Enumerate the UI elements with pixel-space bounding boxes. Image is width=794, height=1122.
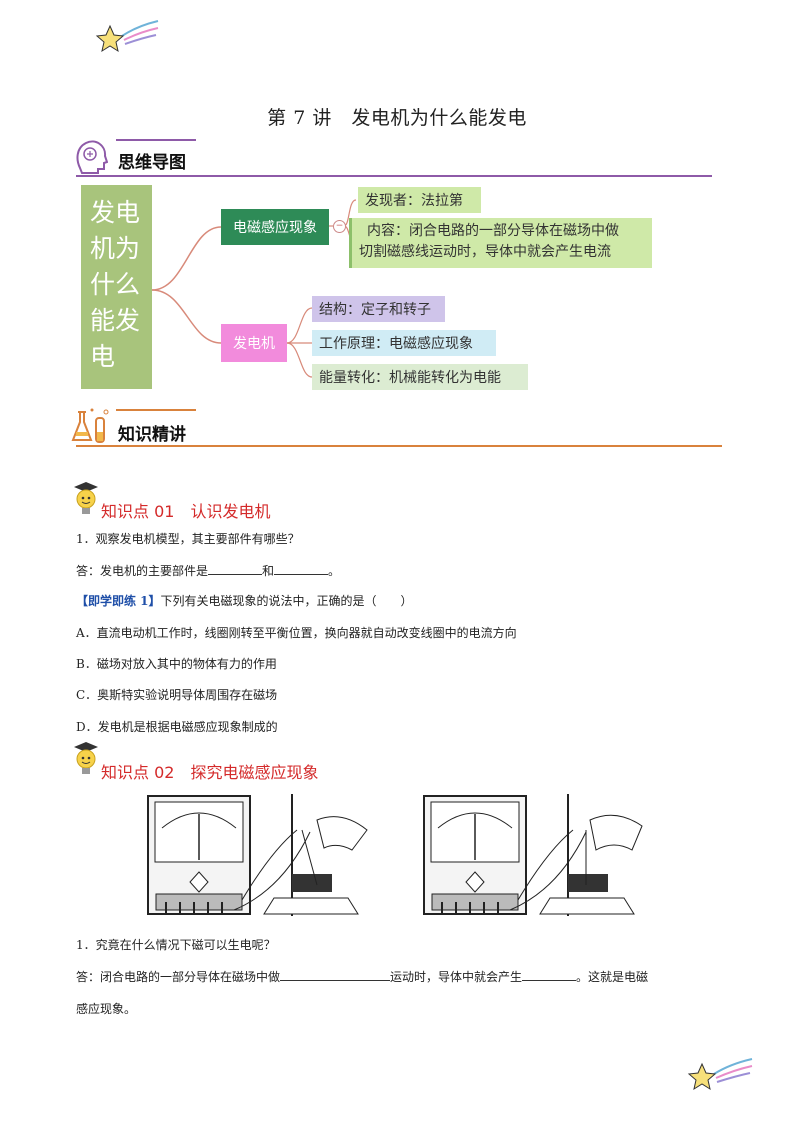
kp2-answer-line2: 感应现象。 [76,1002,137,1016]
bulb-mascot-icon [74,742,98,774]
knowledge-point-2-heading: 知识点 02 探究电磁感应现象 [101,763,319,782]
leaf-discoverer: 发现者：法拉第 [358,187,481,213]
brain-head-icon [76,140,108,174]
shooting-star-icon [95,20,159,53]
answer-text: 和 [262,564,275,578]
root-line: 什么 [90,270,141,299]
kp2-answer: 答：闭合电路的一部分导体在磁场中做 运动时，导体中就会产生 。这就是电磁 [76,968,648,985]
option-d: D．发电机是根据电磁感应现象制成的 [76,720,278,734]
practice-text: 下列有关电磁现象的说法中，正确的是（ ） [160,594,413,608]
leaf-content: 内容：闭合电路的一部分导体在磁场中做 切割磁感线运动时，导体中就会产生电流 [349,218,652,268]
practice-question: 【即学即练 1】下列有关电磁现象的说法中，正确的是（ ） [76,592,413,609]
section-divider [76,175,712,177]
answer-text: 运动时，导体中就会产生 [390,970,523,984]
answer-blank[interactable] [522,968,577,981]
section-title-knowledge: 知识精讲 [118,425,186,445]
bulb-mascot-icon [74,482,98,514]
root-line: 机为 [90,234,141,263]
practice-tag: 【即学即练 1】 [76,594,161,608]
mindmap-branch-generator: 发电机 [221,324,287,362]
section-divider-short [116,409,196,411]
answer-blank[interactable] [280,968,391,981]
leaf-content-line: 切割磁感线运动时，导体中就会产生电流 [359,244,611,260]
section-divider-short [116,139,196,141]
leaf-energy: 能量转化：机械能转化为电能 [312,364,528,390]
kp1-answer: 答：发电机的主要部件是 和 。 [76,562,340,579]
root-line: 能发 [90,306,141,335]
answer-blank[interactable] [274,562,329,575]
leaf-content-line: 内容：闭合电路的一部分导体在磁场中做 [367,223,619,239]
answer-text: 答：闭合电路的一部分导体在磁场中做 [76,970,281,984]
flask-icon [71,408,109,443]
option-a: A．直流电动机工作时，线圈刚转至平衡位置，换向器就自动改变线圈中的电流方向 [76,626,517,640]
page-title: 第 7 讲 发电机为什么能发电 [267,107,527,129]
answer-blank[interactable] [208,562,263,575]
collapse-icon[interactable]: − [333,220,346,233]
mindmap-root: 发电 机为 什么 能发 电 [81,185,152,389]
galvanometer-experiment-illustration [423,794,643,916]
leaf-structure: 结构：定子和转子 [312,296,445,322]
option-c: C．奥斯特实验说明导体周围存在磁场 [76,688,278,702]
mindmap-branch-induction: 电磁感应现象 [221,209,329,245]
answer-text: 。 [328,564,341,578]
galvanometer-experiment-illustration [147,794,368,916]
kp1-question: 1．观察发电机模型，其主要部件有哪些？ [76,532,300,546]
section-title-mindmap: 思维导图 [118,153,186,173]
section-divider [76,445,722,447]
answer-text: 。这就是电磁 [576,970,649,984]
knowledge-point-1-heading: 知识点 01 认识发电机 [101,502,271,521]
mindmap-connectors [151,199,357,378]
shooting-star-icon [687,1058,753,1091]
answer-text: 答：发电机的主要部件是 [76,564,209,578]
root-line: 电 [90,342,116,371]
root-line: 发电 [90,198,141,227]
kp2-question: 1．究竟在什么情况下磁可以生电呢？ [76,938,276,952]
option-b: B．磁场对放入其中的物体有力的作用 [76,657,277,671]
leaf-principle: 工作原理：电磁感应现象 [312,330,496,356]
